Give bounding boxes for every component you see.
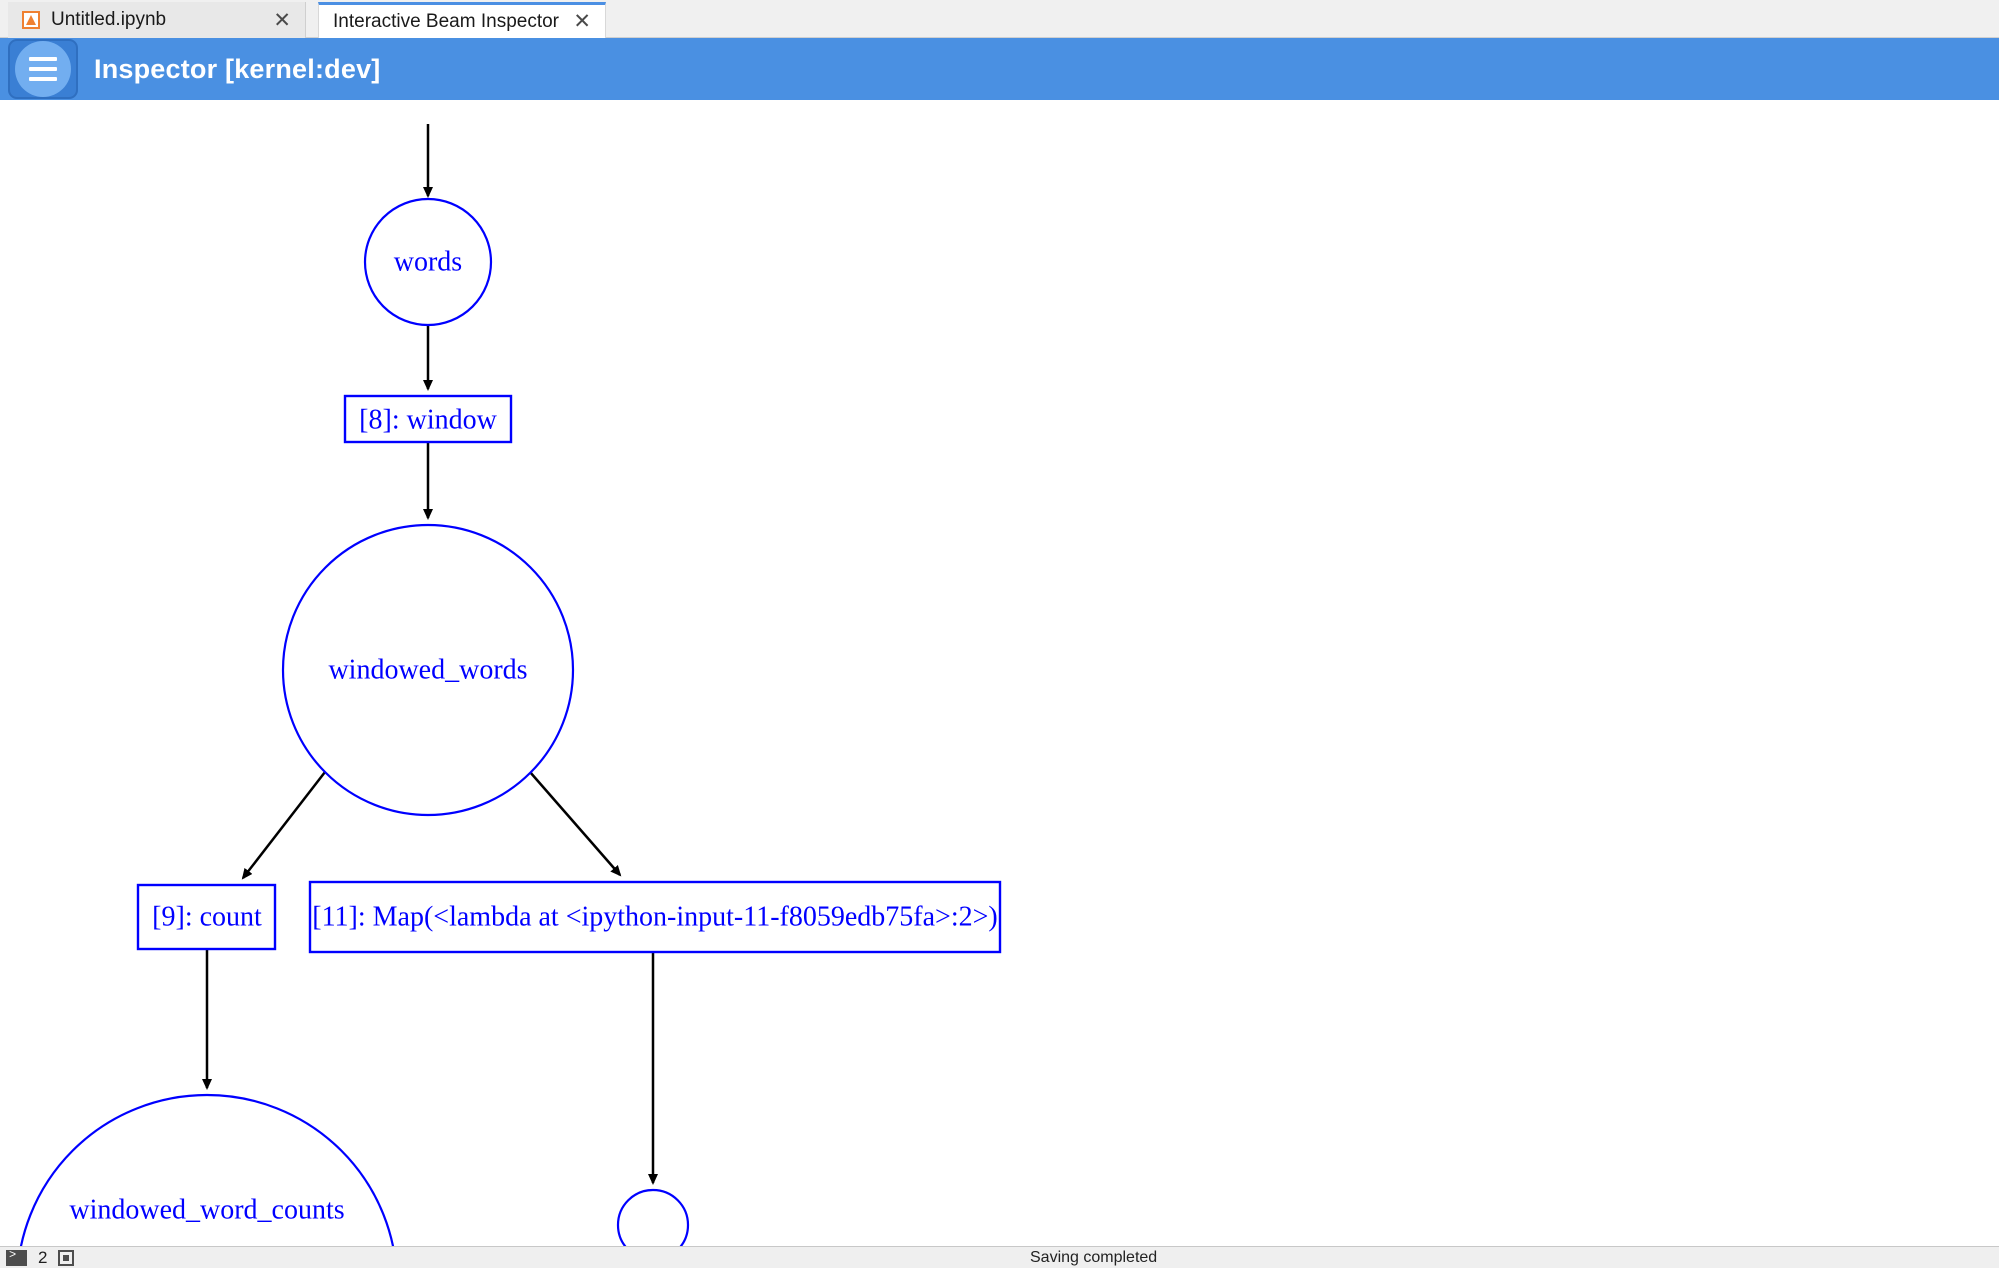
- node-words[interactable]: words: [363, 197, 493, 327]
- menu-bar-line: [29, 67, 57, 71]
- node-windowed-word-counts[interactable]: windowed_word_counts: [17, 1093, 397, 1246]
- node-label: [9]: count: [152, 902, 262, 933]
- node-label: windowed_words: [328, 655, 527, 686]
- edge-windowed-words-to-map: [529, 771, 622, 877]
- tab-label: Untitled.ipynb: [51, 9, 167, 30]
- graph-edges: [202, 124, 658, 1185]
- node-count[interactable]: [9]: count: [136, 883, 277, 951]
- tab-bar: Untitled.ipynb ✕ Interactive Beam Inspec…: [0, 0, 1999, 38]
- node-label: windowed_word_counts: [69, 1195, 344, 1226]
- inspector-header: Inspector [kernel:dev]: [0, 38, 1999, 100]
- page-title: Inspector [kernel:dev]: [94, 53, 381, 84]
- kernel-chip-icon[interactable]: [58, 1249, 75, 1266]
- terminal-icon[interactable]: [6, 1248, 27, 1266]
- tab-untitled-ipynb[interactable]: Untitled.ipynb ✕: [8, 2, 306, 38]
- node-unnamed-pcoll[interactable]: [616, 1188, 690, 1246]
- edge-windowed-words-to-count: [241, 771, 326, 880]
- menu-bar-line: [29, 57, 57, 61]
- status-message: Saving completed: [1030, 1248, 1158, 1266]
- graph-nodes: words [8]: window windowed_words [9]: co…: [17, 197, 1002, 1246]
- menu-bar-line: [29, 77, 57, 81]
- node-label: words: [394, 247, 462, 278]
- node-label: [8]: window: [359, 405, 497, 436]
- tab-close-icon[interactable]: ✕: [573, 10, 591, 33]
- node-windowed-words[interactable]: windowed_words: [281, 523, 575, 817]
- notebook-icon: [22, 11, 40, 29]
- graph-svg: words [8]: window windowed_words [9]: co…: [17, 124, 1002, 1246]
- tab-close-icon[interactable]: ✕: [273, 8, 291, 32]
- hamburger-menu-button[interactable]: [8, 39, 78, 99]
- tab-label: Interactive Beam Inspector: [333, 10, 559, 32]
- beam-pipeline-graph[interactable]: words [8]: window windowed_words [9]: co…: [0, 100, 1999, 1246]
- status-left-group: 2: [6, 1247, 75, 1268]
- status-bar: 2 Saving completed: [0, 1246, 1999, 1268]
- node-label: [11]: Map(<lambda at <ipython-input-11-f…: [312, 902, 997, 933]
- node-map[interactable]: [11]: Map(<lambda at <ipython-input-11-f…: [308, 880, 1002, 954]
- hamburger-menu-icon: [15, 41, 71, 97]
- kernel-count: 2: [38, 1247, 48, 1267]
- node-window[interactable]: [8]: window: [343, 394, 513, 444]
- tab-interactive-beam-inspector[interactable]: Interactive Beam Inspector ✕: [318, 2, 606, 38]
